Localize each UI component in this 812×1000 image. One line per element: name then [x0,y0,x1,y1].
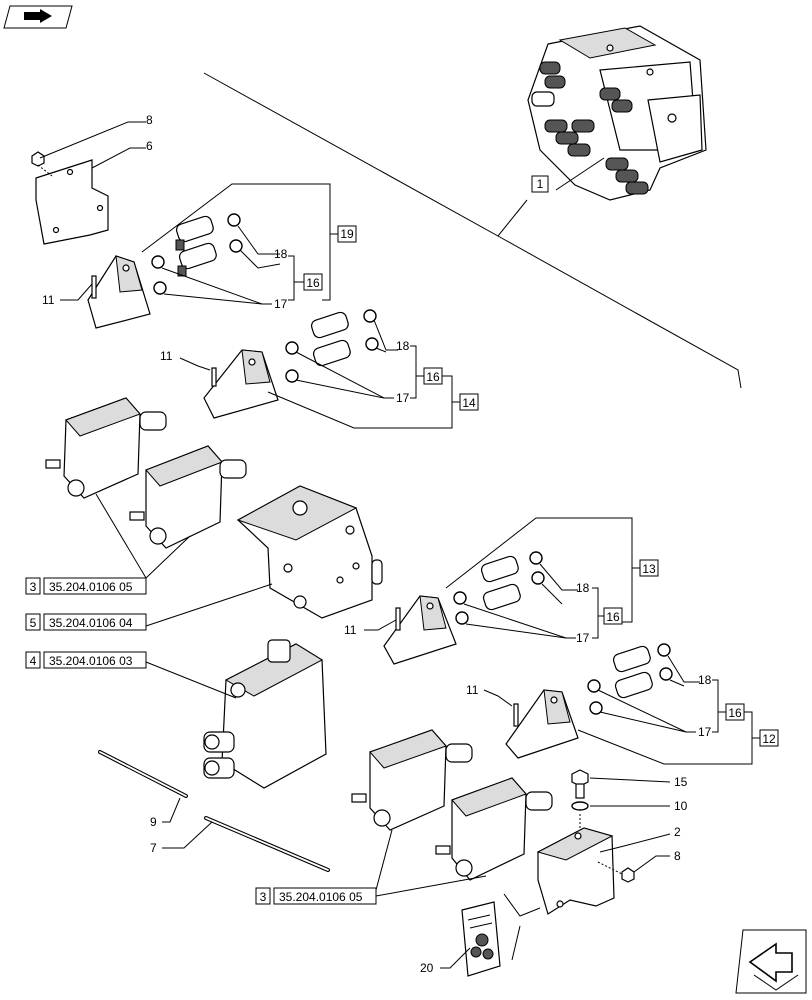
ref-box-16-g13 [603,607,623,625]
label-11-g12: 11 [466,683,479,697]
valve-section-bottom-b [435,777,553,881]
label-17-g12: 17 [698,725,712,739]
bracket-13 [445,517,633,623]
tie-rod-9 [98,750,188,798]
decal-20 [461,901,501,977]
label-8-bottom: 8 [674,849,681,863]
leader-line-assembly-right [497,235,742,389]
label-17-g19: 17 [274,297,288,311]
label-11-g14: 11 [160,349,173,363]
leader-1 [555,157,605,191]
leader-line-assembly [203,72,528,237]
label-16-g12: 16 [728,706,742,720]
ref-3-bottom: 35.204.0106 05 [279,890,363,904]
valve-section-bottom-a [351,729,473,831]
nav-forward-icon[interactable] [735,929,807,994]
label-17-g14: 17 [396,391,410,405]
ref-5: 35.204.0106 04 [49,616,133,630]
solenoid-kit-13 [383,551,545,665]
tie-rod-7 [204,816,330,872]
label-3-top: 3 [30,580,37,594]
label-7: 7 [150,841,157,855]
label-2: 2 [674,825,681,839]
ref-box-13 [639,559,659,577]
cover-plate-6 [35,159,109,245]
ref-box-5 [25,613,41,631]
leader-8-top [39,121,146,159]
ref-3-top: 35.204.0106 05 [49,580,133,594]
ref-box-19 [337,225,357,243]
label-4: 4 [30,654,37,668]
cover-plate-2 [536,827,615,915]
ref-box-3-bottom [255,887,271,905]
label-16-g19: 16 [306,276,320,290]
label-16-g13: 16 [606,610,620,624]
label-18-g13: 18 [576,581,590,595]
label-18-g19: 18 [274,247,288,261]
inlet-section-4 [203,639,327,789]
label-17-g13: 17 [576,631,590,645]
solenoid-kit-12 [505,643,673,759]
ref-box-12 [759,729,779,747]
ref-box-1 [531,175,549,193]
label-20: 20 [420,961,434,975]
bolt-15 [571,769,589,799]
nav-back-icon[interactable] [3,5,73,29]
solenoid-kit-19 [87,213,243,329]
label-10: 10 [674,799,688,813]
ref-box-4 [25,651,41,669]
ref-box-14 [459,393,479,411]
bracket-14 [267,375,453,429]
nut-8-bottom [621,867,635,883]
label-18-g14: 18 [396,339,410,353]
bracket-12 [577,711,753,765]
label-15: 15 [674,775,688,789]
label-11-g19: 11 [42,293,55,307]
valve-section-left-a [45,397,167,499]
bracket-19 [141,183,331,301]
ref-4: 35.204.0106 03 [49,654,133,668]
label-11-g13: 11 [344,623,357,637]
control-valve-assembly [527,25,707,201]
washer-10 [571,801,589,811]
leader-6 [91,147,146,169]
label-18-g12: 18 [698,673,712,687]
label-16-g14: 16 [426,370,440,384]
valve-body-5 [236,485,383,619]
solenoid-kit-14 [203,309,379,419]
label-9: 9 [150,815,157,829]
label-1: 1 [537,177,544,191]
nut-8-top [31,151,45,167]
valve-section-left-b [129,445,247,549]
label-3-bottom: 3 [260,890,267,904]
label-19: 19 [340,227,354,241]
label-12: 12 [762,732,776,746]
dash-8-top [37,164,53,177]
label-6: 6 [146,139,153,153]
label-8-top: 8 [146,113,153,127]
label-13: 13 [642,562,656,576]
label-14: 14 [462,396,476,410]
label-5: 5 [30,616,37,630]
ref-box-3-top [25,577,41,595]
